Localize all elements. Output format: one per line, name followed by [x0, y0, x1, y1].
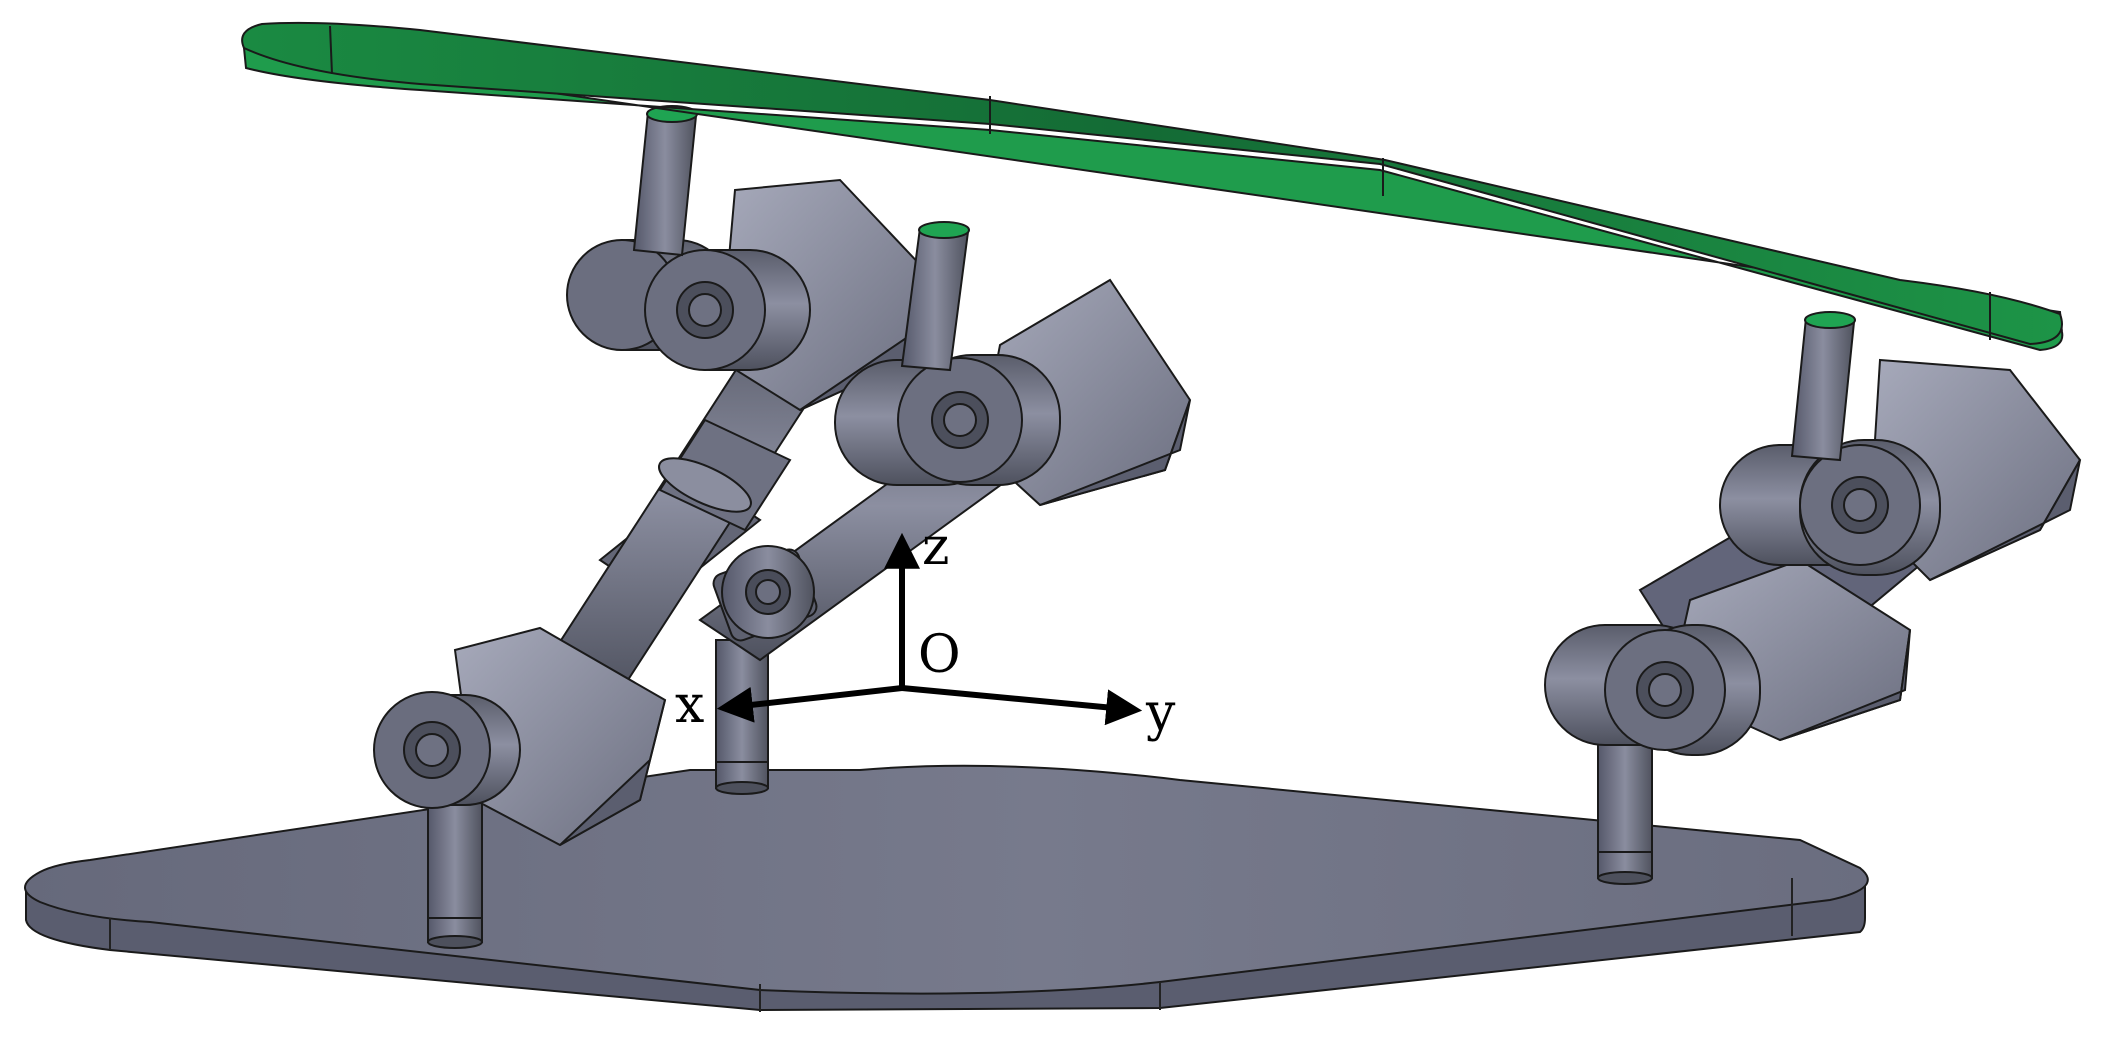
- y-axis-label: y: [1145, 683, 1176, 743]
- leg-left-front: [543, 323, 837, 702]
- leg-right: [1544, 358, 2082, 756]
- joint-middle: [712, 545, 818, 642]
- base-post-middle: [715, 639, 769, 795]
- joint-upper-middle: [834, 278, 1192, 507]
- coordinate-frame: z O x y: [675, 517, 1176, 743]
- platform-post-left: [632, 105, 698, 257]
- joint-lower-left: [373, 626, 667, 847]
- base-post-right: [1597, 729, 1653, 885]
- origin-label: O: [918, 625, 961, 685]
- joint-upper-left: [566, 178, 927, 412]
- x-axis-arrow: [716, 685, 903, 723]
- x-axis-label: x: [675, 675, 704, 735]
- platform-post-right: [1790, 311, 1856, 462]
- moving-platform: [241, 21, 2064, 352]
- z-axis-label: z: [922, 517, 949, 577]
- fixed-base: [24, 764, 1869, 1012]
- y-axis-arrow: [901, 685, 1143, 726]
- platform-post-middle: [900, 221, 970, 372]
